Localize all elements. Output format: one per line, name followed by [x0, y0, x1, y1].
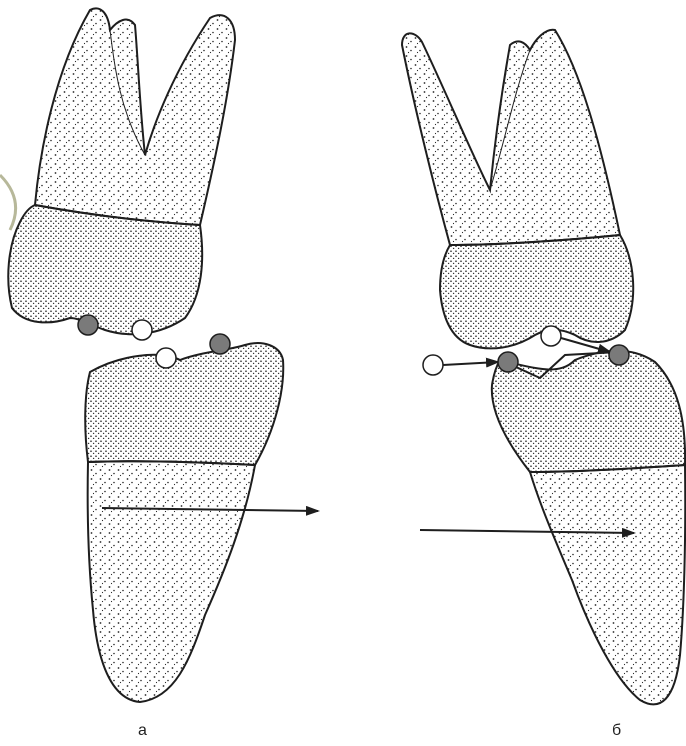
contact-dark-right-1 [498, 352, 518, 372]
contact-arrow-right-1 [443, 362, 498, 365]
contact-light-right-inner [541, 326, 561, 346]
contact-light-left-lower [156, 348, 176, 368]
upper-molar-right-crown [440, 235, 633, 348]
lower-premolar-left-crown [85, 343, 283, 465]
upper-molar-right-roots [402, 30, 620, 245]
upper-molar-right [402, 30, 633, 349]
contact-dark-left-lower [210, 334, 230, 354]
upper-molar-left [8, 8, 235, 334]
contact-dark-right-2 [609, 345, 629, 365]
contact-light-left-upper [132, 320, 152, 340]
lower-premolar-left-root [88, 461, 255, 702]
contact-light-right-outer [423, 355, 443, 375]
caption-b: б [612, 722, 621, 740]
lower-premolar-right-root [530, 465, 685, 704]
upper-molar-left-roots [35, 8, 235, 225]
lower-premolar-left [85, 343, 283, 702]
upper-molar-left-crown [8, 205, 202, 334]
corner-accent [0, 175, 16, 230]
contact-dark-left-upper [78, 315, 98, 335]
lower-premolar-right [492, 351, 685, 705]
caption-a: а [138, 722, 147, 740]
